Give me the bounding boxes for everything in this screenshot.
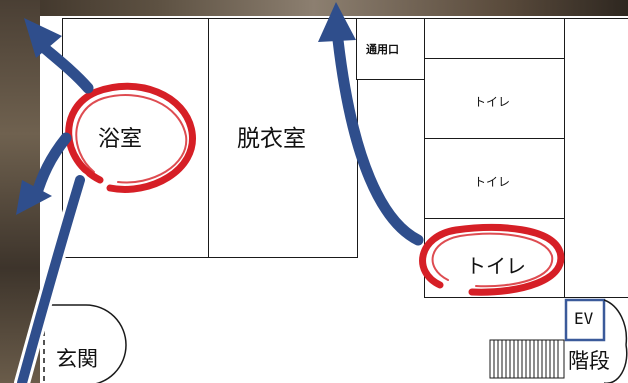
changing-room-area <box>208 18 358 258</box>
arrow-bath-to-left <box>30 132 72 202</box>
toilet-upper-label: トイレ <box>474 95 511 109</box>
arrow-bath-to-top-left-head <box>24 18 62 58</box>
toilet-middle-area <box>424 138 566 220</box>
stairs-label: 階段 <box>568 345 610 375</box>
bath-label: 浴室 <box>98 127 143 152</box>
elevator-label: EV <box>574 309 594 328</box>
utility-door-label: 通用口 <box>366 43 399 56</box>
arrow-bath-to-top-left <box>36 40 94 94</box>
right-room-area <box>564 18 628 298</box>
arrow-toilet-to-top <box>332 34 424 246</box>
toilet-circled-label: トイレ <box>466 254 526 278</box>
arrow-bath-to-entrance-line <box>17 175 85 383</box>
entrance-label: 玄関 <box>56 347 98 371</box>
elevator-box <box>564 298 606 342</box>
arrow-toilet-to-top-head <box>318 2 356 42</box>
arrow-bath-to-left-head <box>16 180 52 215</box>
stairs-hatching <box>489 339 565 379</box>
toilet-red-circle <box>419 224 565 296</box>
background-photo-top <box>0 0 628 20</box>
changing-room-label: 脱衣室 <box>237 126 306 152</box>
bath-red-circle <box>65 82 196 193</box>
right-curve <box>603 299 628 346</box>
utility-door-area <box>356 18 426 80</box>
right-curve-lower <box>604 344 628 383</box>
toilet-middle-label: トイレ <box>474 175 511 189</box>
